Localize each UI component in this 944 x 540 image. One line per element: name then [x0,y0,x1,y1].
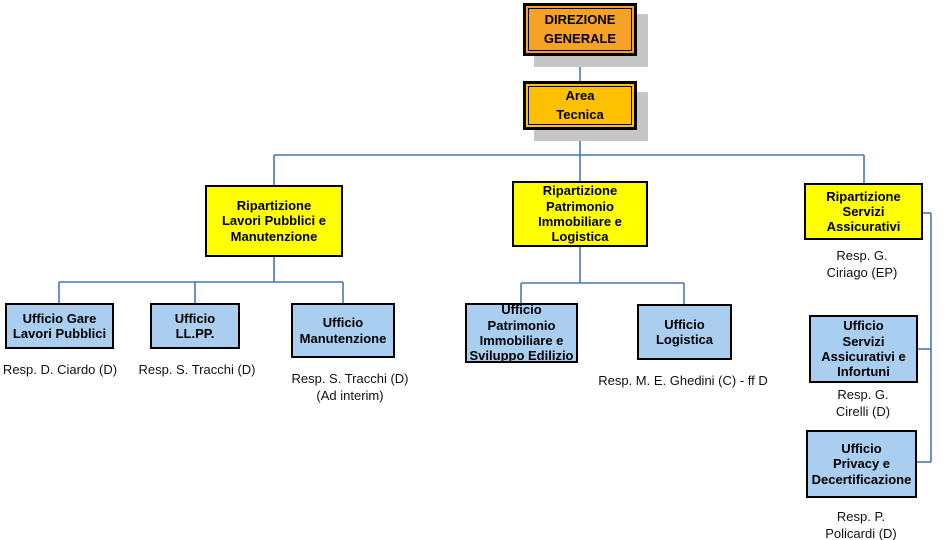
org-box-ripartizione-patrimonio-label: Ripartizione Patrimonio Immobiliare e Lo… [538,183,622,245]
org-box-ufficio-gare-lavori-pubblici-label: Ufficio Gare Lavori Pubblici [12,310,107,341]
resp-label-ghedini: Resp. M. E. Ghedini (C) - ff D [598,373,768,388]
org-box-ufficio-manutenzione: Ufficio Manutenzione [291,303,395,358]
org-box-ufficio-servizi-assicurativi: Ufficio Servizi Assicurativi e Infortuni [809,315,918,383]
org-box-ufficio-patrimonio-immobiliare-label: Ufficio Patrimonio Immobiliare e Svilupp… [469,302,574,364]
org-box-ripartizione-servizi-assicurativi-label: Ripartizione Servizi Assicurativi [826,188,901,235]
org-box-direzione-generale-label: DIREZIONE GENERALE [543,11,617,46]
org-box-ufficio-llpp: Ufficio LL.PP. [150,303,240,349]
org-box-ufficio-logistica-label: Ufficio Logistica [655,316,714,347]
resp-label-policardi: Resp. P. Policardi (D) [825,509,897,540]
resp-label-ciardo: Resp. D. Ciardo (D) [2,362,118,377]
resp-label-cirelli: Resp. G. Cirelli (D) [835,387,891,419]
resp-label-tracchi-manutenzione: Resp. S. Tracchi (D) (Ad interim) [291,371,409,403]
org-box-area-tecnica-label: Area Tecnica [556,87,604,122]
org-box-direzione-generale: DIREZIONE GENERALE [523,3,637,56]
org-box-ripartizione-patrimonio: Ripartizione Patrimonio Immobiliare e Lo… [512,181,648,247]
org-box-ufficio-servizi-assicurativi-label: Ufficio Servizi Assicurativi e Infortuni [821,318,906,380]
resp-label-ciriago: Resp. G. Ciriago (EP) [826,248,898,280]
org-box-ufficio-gare-lavori-pubblici: Ufficio Gare Lavori Pubblici [5,303,114,349]
org-box-ufficio-patrimonio-immobiliare: Ufficio Patrimonio Immobiliare e Svilupp… [465,302,578,364]
org-box-ufficio-logistica: Ufficio Logistica [637,304,732,360]
org-box-ripartizione-servizi-assicurativi: Ripartizione Servizi Assicurativi [804,183,923,240]
org-box-ufficio-privacy-label: Ufficio Privacy e Decertificazione [811,441,912,487]
org-box-direzione-generale-frame: DIREZIONE GENERALE [528,8,632,51]
org-box-ufficio-llpp-label: Ufficio LL.PP. [174,310,216,341]
org-box-ripartizione-lavori-pubblici: Ripartizione Lavori Pubblici e Manutenzi… [205,185,343,257]
resp-label-tracchi-llpp: Resp. S. Tracchi (D) [138,362,256,377]
org-box-area-tecnica: Area Tecnica [523,81,637,130]
org-box-ufficio-manutenzione-label: Ufficio Manutenzione [299,315,387,346]
org-box-area-tecnica-frame: Area Tecnica [528,86,632,125]
org-box-ufficio-privacy: Ufficio Privacy e Decertificazione [806,430,917,498]
org-box-ripartizione-lavori-pubblici-label: Ripartizione Lavori Pubblici e Manutenzi… [221,198,327,244]
